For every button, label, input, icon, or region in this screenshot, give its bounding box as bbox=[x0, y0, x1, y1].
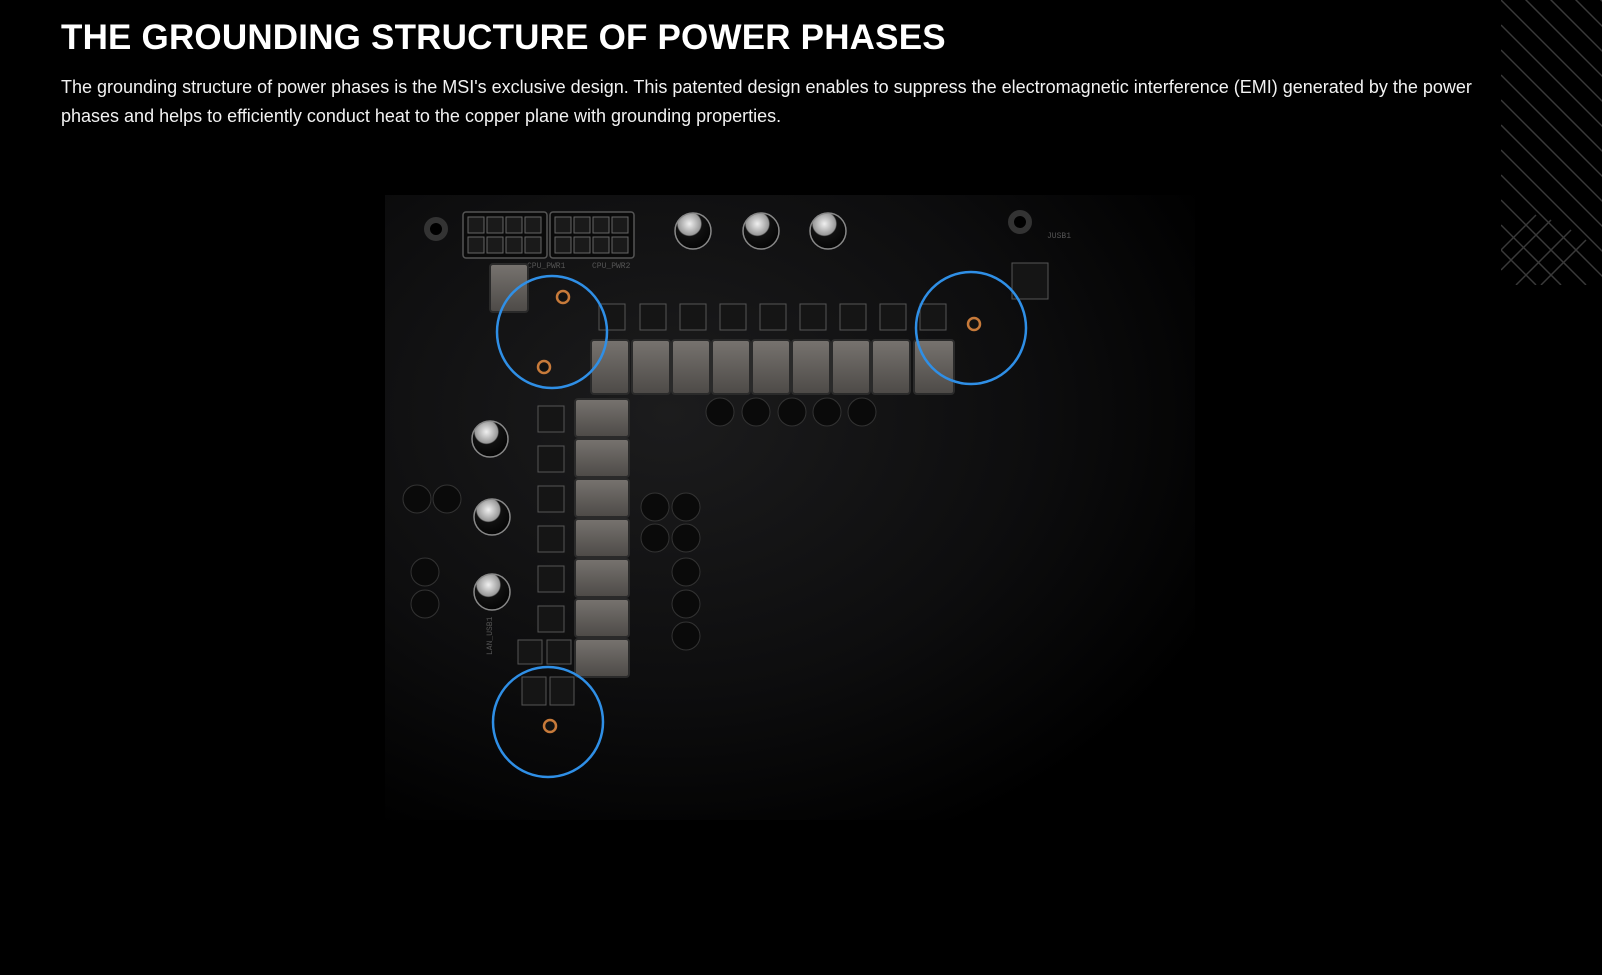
page-title: THE GROUNDING STRUCTURE OF POWER PHASES bbox=[61, 18, 946, 57]
inductors bbox=[489, 263, 955, 678]
label-cpu-pwr2: CPU_PWR2 bbox=[592, 262, 631, 271]
grounding-highlights bbox=[491, 270, 1028, 779]
label-jusb1: JUSB1 bbox=[1047, 232, 1071, 241]
highlight-circle-bottom-left bbox=[491, 665, 605, 779]
capacitors bbox=[471, 212, 847, 611]
decorative-stripes bbox=[1501, 0, 1602, 285]
label-cpu-pwr1: CPU_PWR1 bbox=[527, 262, 566, 271]
highlight-circle-top-left bbox=[495, 274, 609, 390]
screw-hole bbox=[542, 718, 558, 734]
screw-hole bbox=[536, 359, 552, 375]
highlight-circle-top-right bbox=[914, 270, 1028, 386]
motherboard-image: CPU_PWR1 CPU_PWR2 JUSB1 LAN_USB1 bbox=[385, 195, 1195, 820]
screw-hole bbox=[966, 316, 982, 332]
screw-hole bbox=[555, 289, 571, 305]
page-description: The grounding structure of power phases … bbox=[61, 77, 1472, 126]
label-lan-usb1: LAN_USB1 bbox=[486, 616, 495, 655]
